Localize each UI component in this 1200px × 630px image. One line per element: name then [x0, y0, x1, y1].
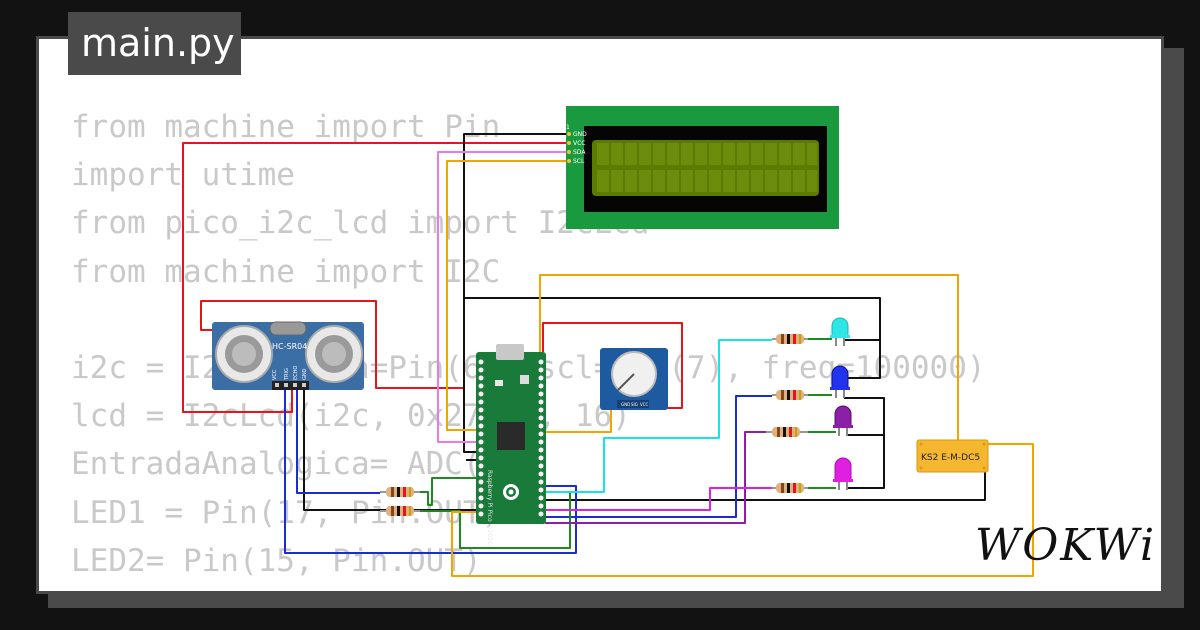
hc-pin-echo: ECHO — [293, 366, 299, 380]
wire-blue-led — [545, 395, 772, 518]
usb-port — [496, 344, 524, 360]
relay[interactable]: KS2 E-M-DC5 — [916, 439, 989, 473]
wire-green-r — [420, 477, 478, 506]
lcd-pin-scl: SCL — [573, 158, 585, 165]
wire-black-pico — [545, 460, 986, 501]
hc-pin-gnd: GND — [302, 368, 308, 380]
led-cyan — [830, 317, 850, 346]
code-line: LED2= Pin(15, Pin.OUT) — [71, 542, 482, 579]
wire-blue-hcsr — [284, 383, 577, 554]
resistors[interactable] — [380, 334, 808, 516]
lcd-pin-vcc: VCC — [573, 140, 585, 147]
wire-purple-led — [545, 431, 772, 524]
pot-pin-sig: SIG — [631, 402, 638, 407]
leds[interactable] — [830, 317, 853, 490]
pico-label: Raspberry Pi Pico ©2020 — [486, 470, 493, 545]
wire-red-main — [182, 142, 566, 413]
code-line: from machine import I2C — [71, 253, 501, 290]
lcd-pin1-label: 1 — [566, 124, 570, 131]
relay-label: KS2 E-M-DC5 — [921, 453, 980, 463]
wires — [182, 133, 1034, 577]
wire-cyan-led — [545, 339, 772, 493]
code-line: import utime — [71, 157, 295, 194]
code-line: from machine import Pin — [71, 109, 501, 145]
wire-black-led4 — [848, 435, 885, 489]
hc-pin-vcc: VCC — [272, 369, 278, 380]
potentiometer[interactable]: GND SIG VCC — [600, 348, 668, 410]
wire-red-pot — [542, 322, 683, 409]
wokwi-logo: WOKWi — [975, 520, 1157, 571]
pico-board[interactable]: Raspberry Pi Pico ©2020 — [476, 344, 546, 545]
resistor-5 — [766, 427, 808, 437]
resistor-2 — [380, 506, 420, 516]
rp2040-chip — [497, 422, 525, 450]
wire-blue-trig — [296, 383, 380, 494]
led-magenta — [833, 457, 853, 490]
code-line: LED3 = Pin(16, Pin.OUT) — [71, 585, 986, 592]
filename-tab[interactable]: main.py — [68, 12, 241, 75]
pot-pin-gnd: GND — [621, 402, 630, 407]
wire-orange-relay — [539, 274, 959, 440]
code-line: LED1 = Pin(17, Pin.OUT) — [71, 494, 501, 531]
lcd-pin-gnd: GND — [573, 131, 587, 138]
raspberry-logo-icon — [503, 484, 519, 500]
lcd-display[interactable]: 1 GND VCC SDA SCL — [566, 106, 839, 229]
led-purple — [833, 405, 853, 436]
resistor-1 — [380, 487, 420, 497]
resistor-3 — [772, 334, 808, 344]
wire-pink-lcd — [437, 151, 566, 443]
ultrasonic-label: HC-SR04 — [272, 342, 307, 351]
wire-orange-pot — [545, 408, 612, 433]
pot-pin-vcc: VCC — [640, 402, 649, 407]
code-background: from machine import Pin import utime from … — [71, 103, 986, 592]
wire-black-top — [464, 297, 881, 341]
wire-black-led3 — [844, 397, 885, 436]
wire-orange-lcd — [446, 160, 566, 431]
ultrasonic-sensor[interactable]: HC-SR04 VCC TRIG ECHO GND — [212, 321, 364, 390]
lcd-pin-sda: SDA — [573, 149, 586, 156]
resistor-4 — [772, 390, 808, 400]
led-blue — [830, 365, 850, 398]
wire-black-lcd — [463, 133, 566, 453]
wire-magenta-led — [545, 487, 772, 511]
resistor-6 — [772, 483, 808, 493]
wire-orange-relay2 — [451, 443, 1034, 577]
wire-black-led2 — [844, 340, 881, 379]
hc-pin-trig: TRIG — [284, 368, 290, 381]
